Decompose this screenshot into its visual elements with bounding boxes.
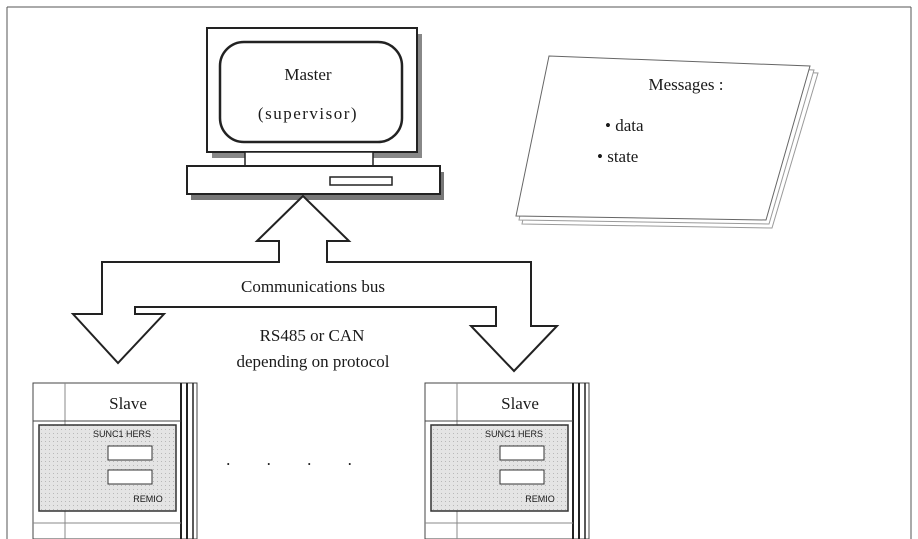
bus-note-line2: depending on protocol [237, 352, 390, 371]
frame-border [6, 6, 912, 539]
monitor-screen [218, 40, 404, 144]
master-title: Master [284, 65, 332, 84]
base-unit [186, 165, 441, 195]
slave-device-2: Slave SUNC1 HERS REMIO [424, 382, 590, 539]
bus-note-line1: RS485 or CAN [260, 326, 365, 345]
monitor-stand [244, 151, 374, 167]
slave-1-display-bottom [107, 469, 153, 485]
slave-2-brand: REMIO [525, 494, 555, 504]
message-item-state: • state [597, 147, 638, 166]
master-subtitle: (supervisor) [258, 104, 358, 123]
messages-title: Messages : [648, 75, 723, 94]
slave-device-1: Slave SUNC1 HERS REMIO [32, 382, 198, 539]
drive-slot [329, 176, 393, 186]
slave-2-label: Slave [501, 394, 539, 413]
slave-1-panel [38, 424, 177, 512]
slave-1-display-top [107, 445, 153, 461]
messages-card: Messages : • data • state [515, 55, 819, 229]
slave-1-label: Slave [109, 394, 147, 413]
slave-1-brand: REMIO [133, 494, 163, 504]
bus-label: Communications bus [241, 277, 385, 296]
slave-1-model: SUNC1 HERS [93, 429, 151, 439]
communications-bus-arrow: Communications bus [70, 194, 560, 373]
slave-2-display-top [499, 445, 545, 461]
master-computer: Master (supervisor) [186, 27, 444, 200]
more-slaves-ellipsis: . . . . [226, 450, 368, 469]
slave-2-display-bottom [499, 469, 545, 485]
message-item-data: • data [605, 116, 644, 135]
slave-2-panel [430, 424, 569, 512]
slave-2-model: SUNC1 HERS [485, 429, 543, 439]
